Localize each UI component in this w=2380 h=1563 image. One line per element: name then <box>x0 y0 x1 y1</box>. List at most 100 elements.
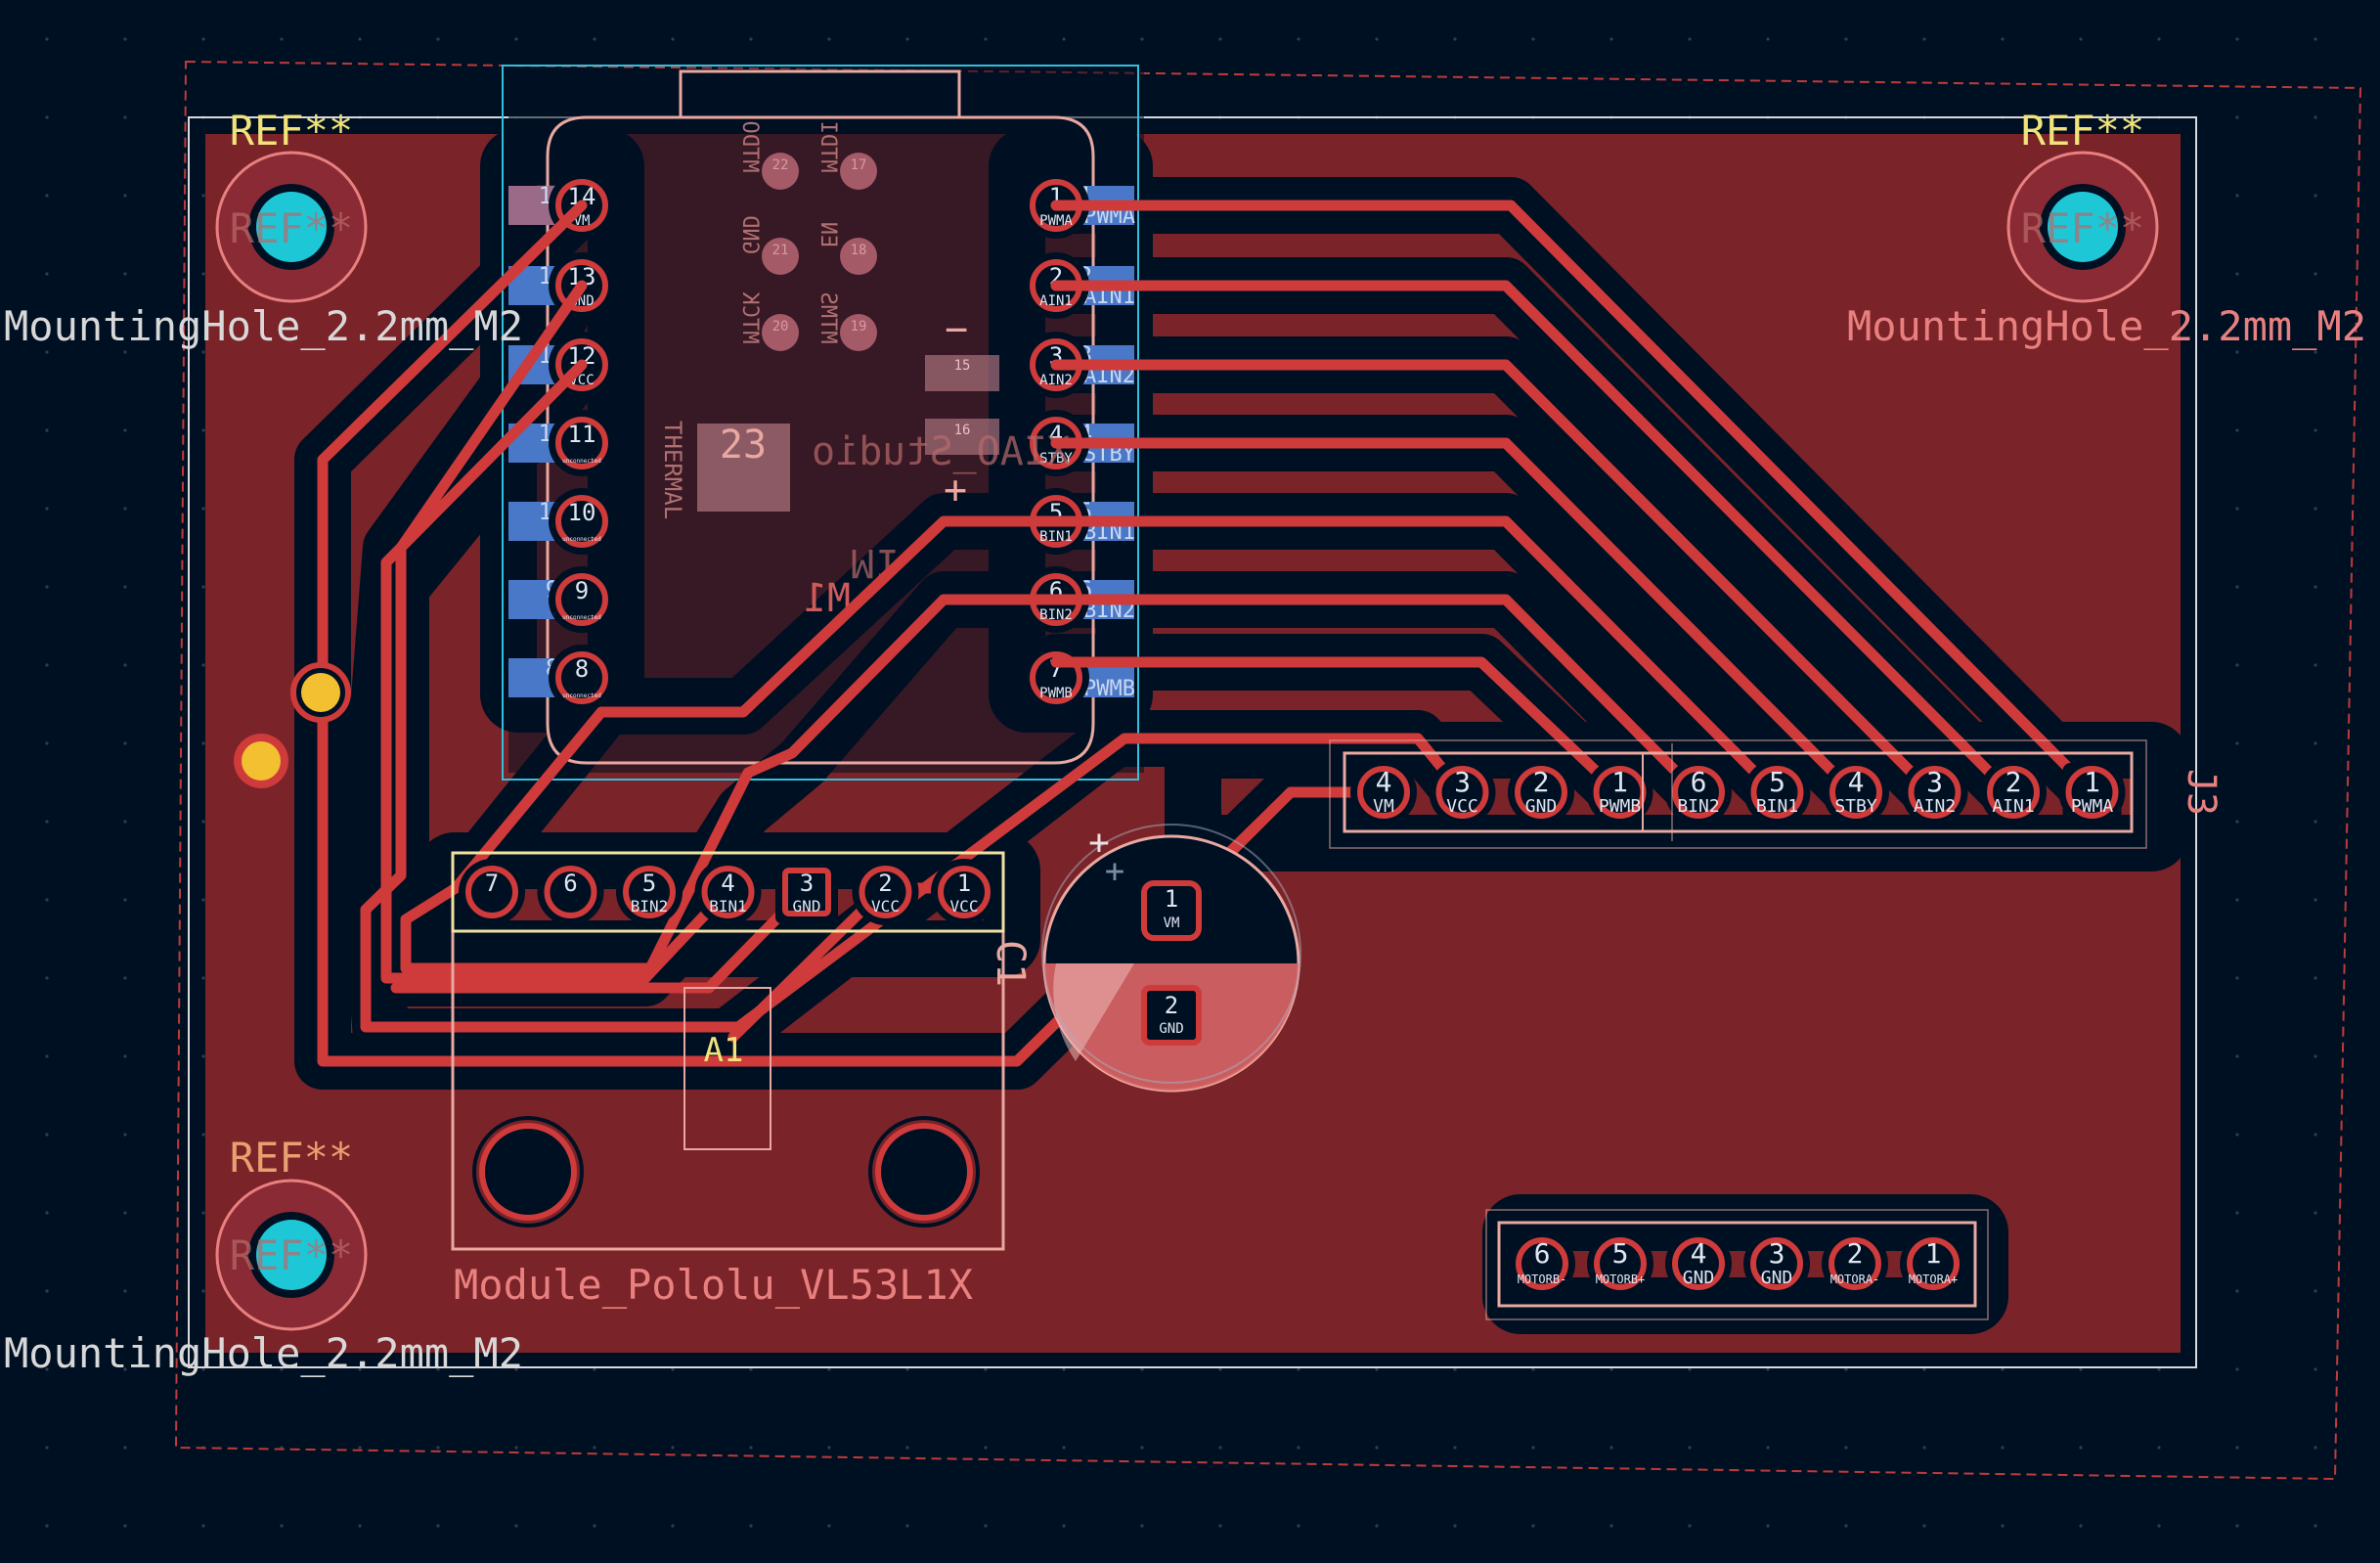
j3-pins: 4VM3VCC2GND1PWMB6BIN25BIN14STBY3AIN22AIN… <box>1350 743 2126 841</box>
svg-text:GND: GND <box>1159 1021 1183 1037</box>
m1-bottom-pad-16 <box>925 419 999 455</box>
motor-pin-3-number: 3 <box>1769 1237 1785 1270</box>
mounting-hole-bottom-left[interactable] <box>215 1179 368 1331</box>
j3-pin-1-number: 1 <box>2084 766 2100 798</box>
motor-pin-6-number: 6 <box>1534 1237 1551 1270</box>
m1-courtyard <box>502 65 1139 781</box>
motor-pin-5-net: MOTORB+ <box>1596 1273 1646 1286</box>
svg-text:1: 1 <box>1165 885 1178 913</box>
m1-pad-7-net: PWMB <box>1039 686 1073 701</box>
m1-small-pad-label: 17 <box>851 157 867 173</box>
board-edge <box>188 116 2197 1368</box>
m1-bottom-pad-15 <box>925 355 999 391</box>
c1-plus-inner: + <box>1105 852 1124 891</box>
m1-small-pad-18 <box>840 238 877 275</box>
a1-pin-5-number: 5 <box>642 870 656 897</box>
a1-pin-4-net: BIN1 <box>709 897 747 915</box>
j3-pin-2-net: GND <box>1525 796 1558 817</box>
mh1-ref: REF** <box>230 107 353 155</box>
m1-mirrored-label: MTCK <box>737 291 762 344</box>
a1-mount-hole-left[interactable] <box>479 1123 577 1221</box>
j3-pin-2-net: AIN1 <box>1992 796 2034 817</box>
c1-plus: + <box>1088 823 1110 863</box>
j3-pin-3-number: 3 <box>1454 766 1471 798</box>
j3-pin-2-number: 2 <box>2005 766 2022 798</box>
m1-plus-mark: + <box>944 468 967 513</box>
svg-text:GND: GND <box>793 897 821 915</box>
j3-pin-1-net: PWMA <box>2071 796 2114 817</box>
m1-pad-8-net: unconnected <box>562 692 601 699</box>
a1-pin-2-number: 2 <box>878 870 892 897</box>
m1-thermal-pad-number: 23 <box>720 423 767 468</box>
j3-pin-4-net: STBY <box>1834 796 1877 817</box>
m1-small-pad-22 <box>762 153 799 190</box>
m1-pad-9-net: unconnected <box>562 614 601 621</box>
m1-small-pad-label: 21 <box>772 243 789 258</box>
a1-pin-7[interactable]: 7 <box>459 859 525 925</box>
mounting-hole-top-left[interactable] <box>215 151 368 303</box>
c1-pad-1[interactable]: 1 VM <box>1141 880 1202 941</box>
motor-pin-1-net: MOTORA+ <box>1909 1273 1959 1286</box>
m1-bottom-pad-16-label: 16 <box>954 423 971 438</box>
mounting-hole-top-right[interactable] <box>2006 151 2159 303</box>
svg-text:3: 3 <box>800 870 814 897</box>
m1-pad-3-net: AIN2 <box>1039 373 1073 388</box>
m1-mirrored-label: EN <box>815 222 840 248</box>
j3-pin-1-number: 1 <box>1611 766 1628 798</box>
j3-pin-4-net: VM <box>1373 796 1394 817</box>
j3-pin-4[interactable]: 4VM <box>1350 759 1417 826</box>
m1-mirrored-label: MTDO <box>737 121 762 173</box>
a1-sensor-outline <box>683 987 771 1150</box>
m1-left-smd-pads: 1414VM1313GND1212VCC1111unconnected1010u… <box>508 172 615 711</box>
m1-thermal-pad[interactable] <box>697 424 790 512</box>
j3-pin-2-number: 2 <box>1533 766 1550 798</box>
motor-pin-2-net: MOTORA- <box>1830 1273 1880 1286</box>
j3-pin-3-net: AIN2 <box>1914 796 1956 817</box>
m1-pad-14-net: VM <box>574 213 591 229</box>
c1-pad-2[interactable]: 2 GND <box>1141 985 1202 1046</box>
svg-text:2: 2 <box>1165 992 1178 1019</box>
a1-header-silk <box>451 851 1005 933</box>
j3-pin-5-number: 5 <box>1769 766 1785 798</box>
m1-mirrored-label: MTMS <box>815 292 840 344</box>
m1-footprint-partial: XIAO_Studio <box>812 429 1071 474</box>
motor-pin-5-number: 5 <box>1612 1237 1629 1270</box>
a1-footprint-label: Module_Pololu_VL53L1X <box>454 1261 973 1309</box>
m1-minus-mark: − <box>945 307 968 352</box>
a1-pin-6[interactable]: 6 <box>537 859 604 925</box>
m1-small-pad-label: 18 <box>851 243 867 258</box>
a1-ref: A1 <box>704 1031 744 1070</box>
a1-mount-hole-right[interactable] <box>875 1123 973 1221</box>
j3-pin-4-number: 4 <box>1376 766 1392 798</box>
m1-pad-1-net: PWMA <box>1039 213 1073 229</box>
outer-courtyard <box>174 60 2362 1481</box>
